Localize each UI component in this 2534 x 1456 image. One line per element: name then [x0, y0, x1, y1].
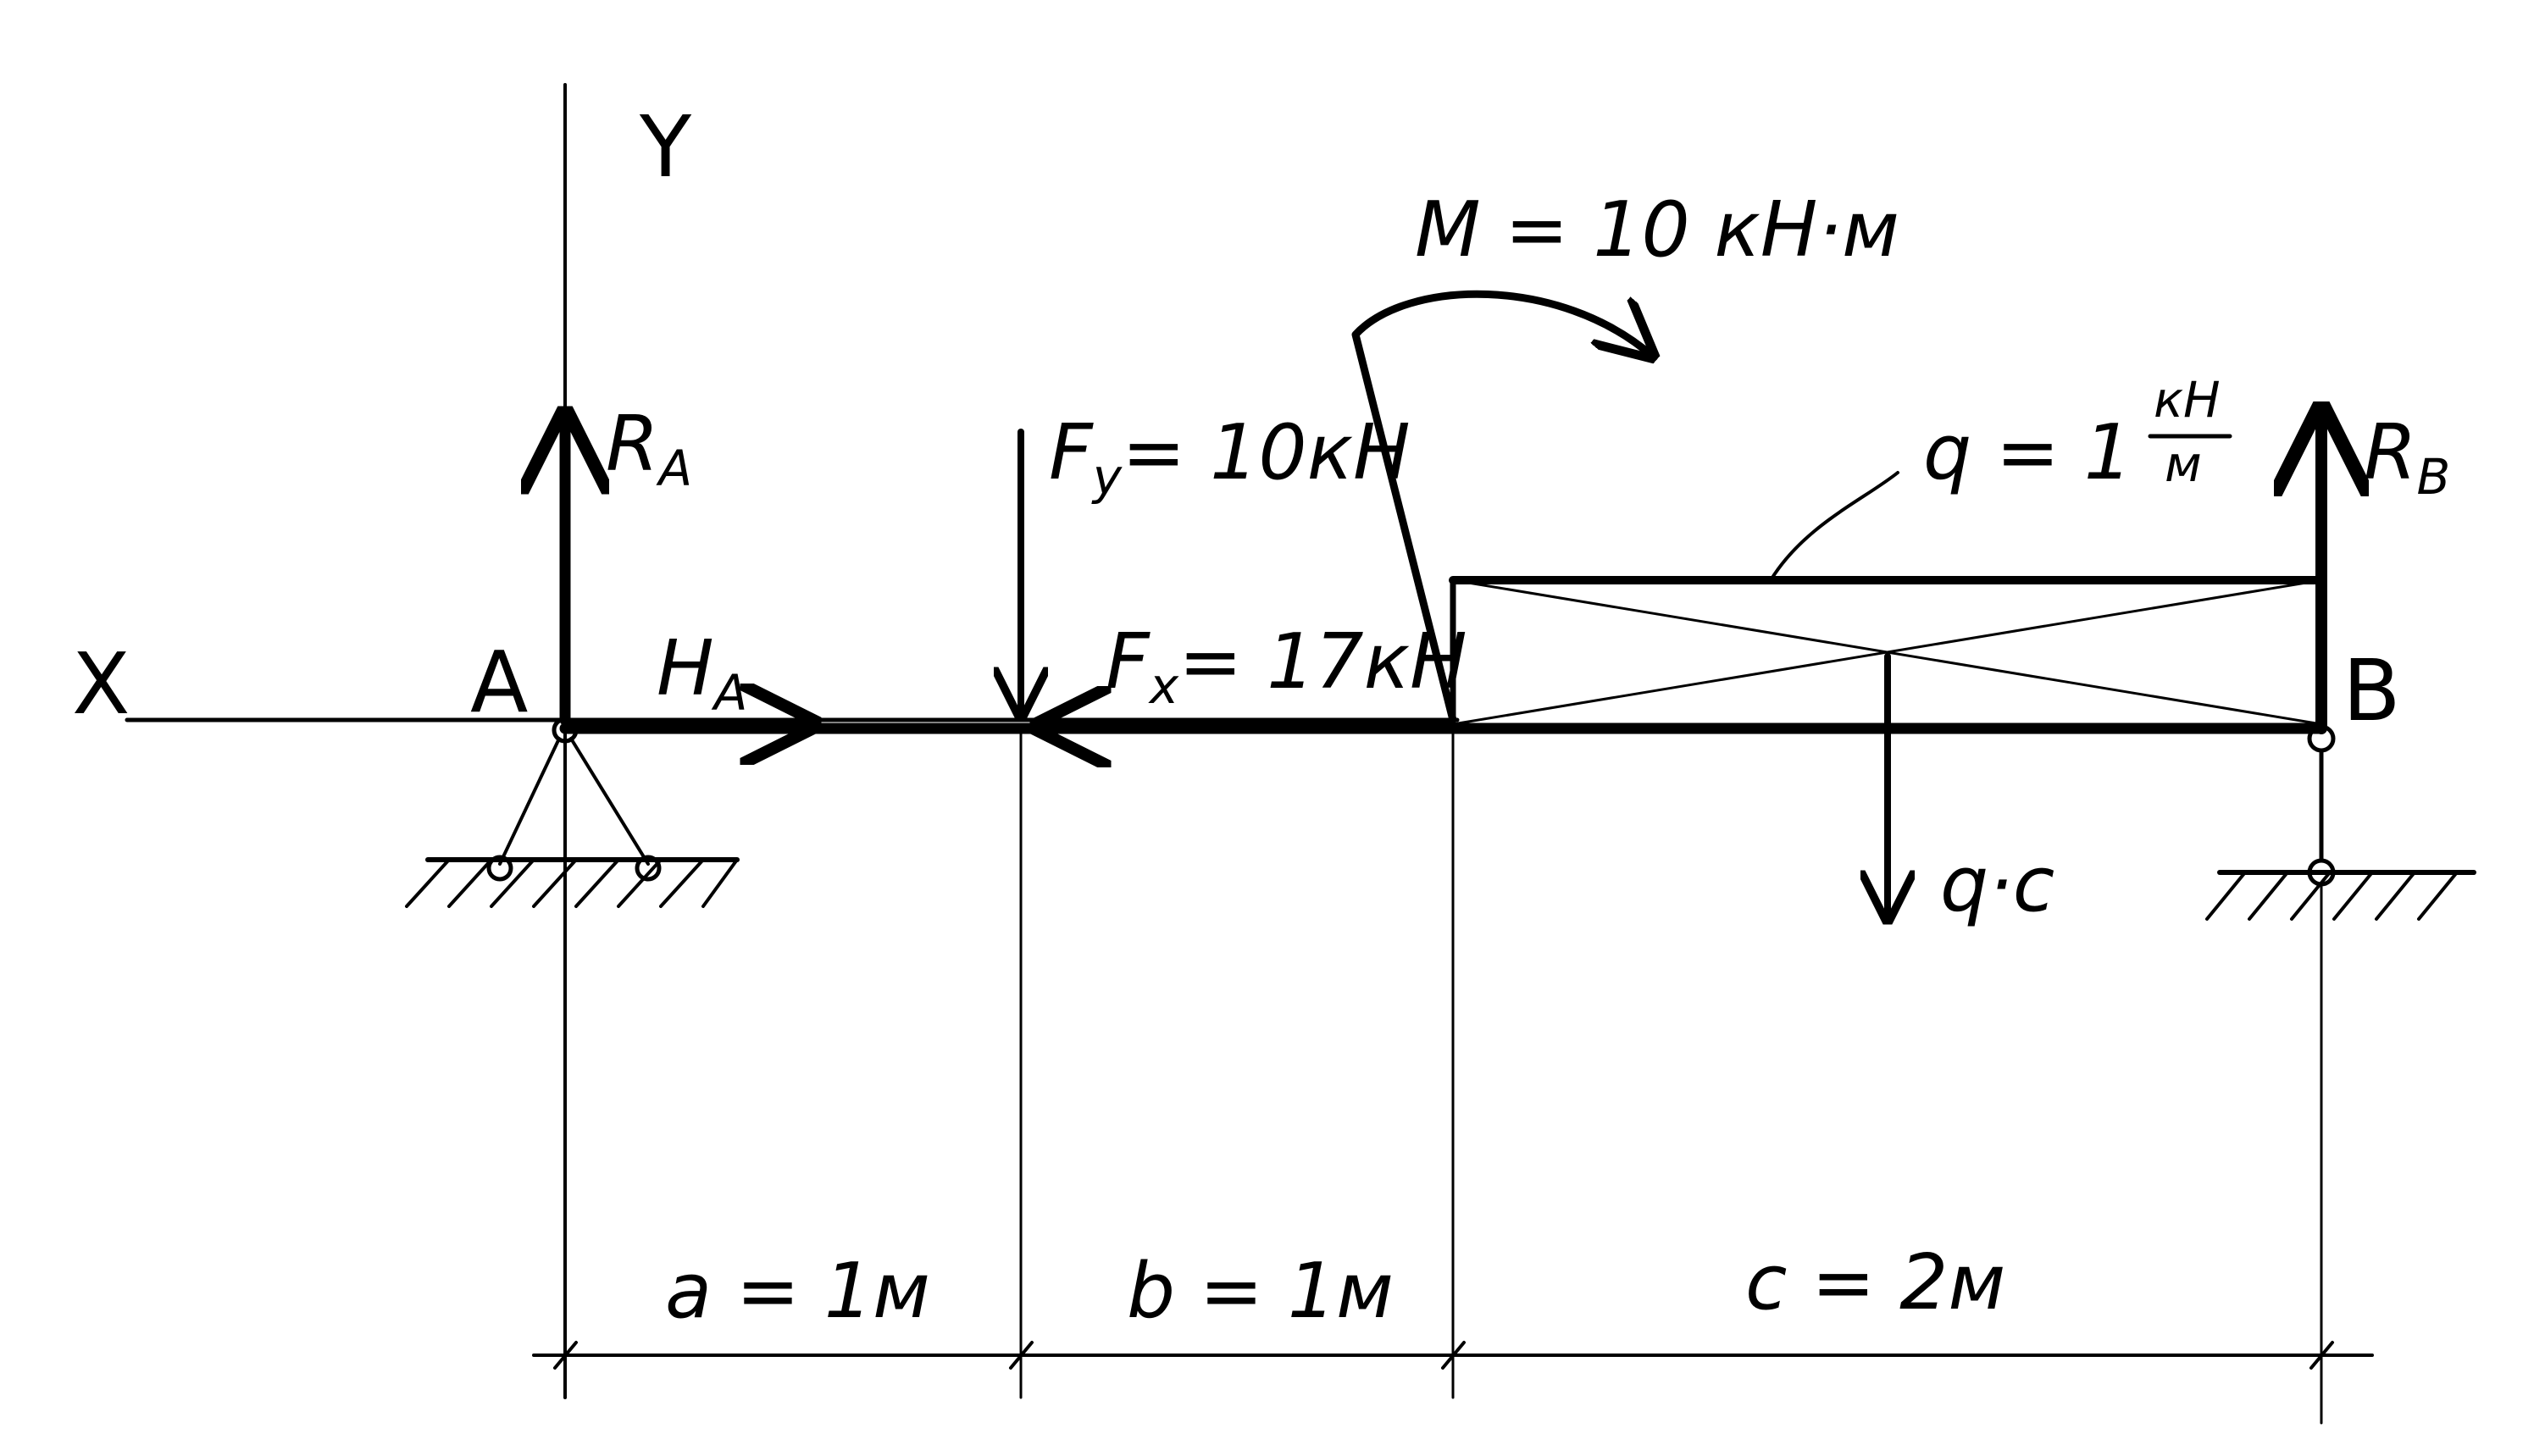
q-label: q = 1 — [1923, 408, 2132, 497]
distributed-load-q — [1449, 576, 2326, 728]
roller-support-b — [2205, 724, 2476, 921]
resultant-qc-label: q·c — [1940, 840, 2054, 929]
y-axis-label: Y — [639, 97, 692, 197]
point-b-label: B — [2343, 641, 2401, 740]
q-unit-denominator: м — [2165, 435, 2202, 493]
moment-label: M = 10 кН·м — [1415, 185, 1899, 274]
dimension-lines — [532, 725, 2374, 1425]
force-fx-label: Fx= 17кН — [1106, 617, 1467, 715]
point-a-label: A — [470, 633, 528, 732]
x-axis-label: X — [72, 634, 130, 734]
q-leader-line — [1769, 471, 1899, 582]
moment-arrow — [1351, 290, 1652, 724]
force-fy-label: Fy= 10кН — [1049, 408, 1411, 506]
dimension-b-label: b = 1м — [1127, 1247, 1394, 1336]
pin-support-a — [405, 717, 740, 908]
reaction-ra-label: RA — [606, 400, 692, 497]
reaction-rb-label: RB — [2364, 408, 2450, 506]
reaction-ha-label: HA — [657, 624, 747, 722]
dimension-a-label: a = 1м — [665, 1247, 930, 1336]
dimension-c-label: c = 2м — [1745, 1238, 2005, 1327]
q-unit-numerator: кН — [2154, 371, 2221, 429]
